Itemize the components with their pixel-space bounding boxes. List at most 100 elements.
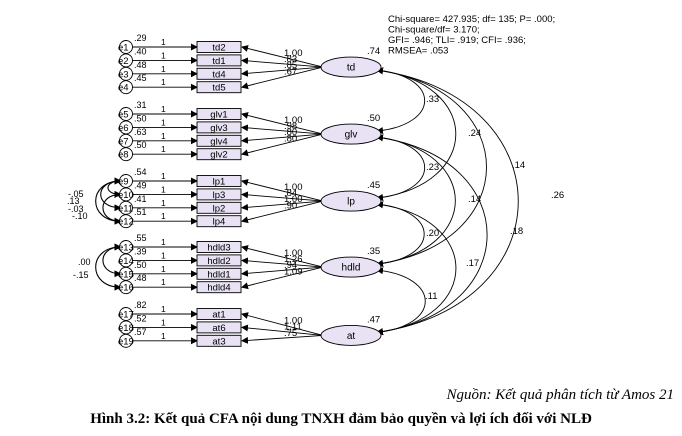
factor-variance-label: .35 [367,246,380,257]
error-path-weight: 1 [161,64,166,74]
loading-path [241,66,324,90]
factor-loading-label: 1.26 [284,254,303,265]
error-variance-label: .50 [134,113,147,123]
factor-variance-label: .45 [367,180,380,191]
factor-covariance-arc [376,67,487,267]
error-covariance-label: -.10 [72,211,88,221]
observed-item-box [196,54,242,67]
observed-item-box [196,215,242,228]
observed-item-label: lp3 [213,190,226,201]
factor-loading-label: 1.00 [284,115,303,126]
loading-path [241,66,324,77]
observed-item-label: td1 [212,56,225,67]
error-path-weight: 1 [161,144,166,154]
error-term-label: e12 [118,217,134,228]
factor-covariance-arc [376,134,488,336]
error-term-label: e2 [118,56,129,67]
fit-statistic-line: Chi-square= 427.935; df= 135; P= .000; [388,14,555,25]
factor-loading-label: .98 [284,121,297,132]
factor-covariance-arc [376,134,456,267]
loading-path [241,324,324,336]
factor-variance-label: .50 [367,113,380,124]
factor-covariance-label: .33 [426,94,439,105]
observed-item-box [196,188,242,201]
observed-item-label: hdld1 [207,269,230,280]
latent-factor-label: at [347,331,356,342]
observed-item-label: lp2 [213,203,226,214]
error-path-weight: 1 [161,50,166,60]
factor-covariance-arc [376,201,457,336]
error-path-weight: 1 [161,237,166,247]
error-term-label: e5 [118,110,129,121]
factor-covariance-arc [376,201,425,267]
error-variance-label: .31 [134,100,147,110]
factor-loading-label: 1.11 [284,322,302,333]
error-path-weight: 1 [161,37,166,47]
loading-path [241,112,324,135]
error-variance-label: .48 [134,273,147,283]
latent-factor-ellipse [320,190,382,212]
loading-path [241,133,324,157]
loading-path [241,266,324,290]
error-term-label: e10 [118,190,134,201]
error-path-weight: 1 [161,198,166,208]
factor-covariance-arc [376,134,426,201]
error-variance-label: .63 [134,127,147,137]
error-variance-label: .55 [134,233,147,243]
factor-loading-label: .90 [284,200,297,211]
error-term-label: e9 [118,177,129,188]
observed-item-label: glv1 [210,110,227,121]
observed-item-label: hdld2 [207,256,230,267]
observed-item-box [196,281,242,294]
error-term-label: e14 [118,256,134,267]
factor-loading-label: .85 [284,60,297,71]
loading-path [241,245,324,268]
error-covariance-label: -.05 [68,189,84,199]
error-term-circle [119,333,133,348]
loading-path [241,45,324,68]
factor-loading-label: 1.00 [284,194,303,205]
factor-loading-label: .83 [284,54,297,65]
error-path-weight: 1 [161,77,166,87]
loading-path [241,200,324,211]
factor-loading-label: .67 [284,66,297,77]
observed-item-box [196,121,242,134]
fit-statistic-line: GFI= .946; TLI= .919; CFI= .936; [388,35,526,46]
observed-item-box [196,108,242,120]
factor-covariance-label: .14 [512,160,525,171]
factor-loading-label: .84 [284,188,297,199]
fit-statistic-line: RMSEA= .053 [388,46,448,57]
observed-item-box [196,81,242,94]
fit-statistic-line: Chi-square/df= 3.170; [388,25,480,36]
observed-item-box [196,321,242,334]
observed-item-label: td4 [212,69,225,80]
observed-item-label: td2 [212,43,225,54]
factor-loading-label: 1.00 [284,182,303,193]
observed-item-box [196,41,242,53]
error-covariance-label: .00 [78,257,91,267]
loading-path [241,133,324,144]
error-variance-label: .82 [134,300,147,310]
loading-path [241,57,324,68]
observed-item-label: hdld4 [207,283,230,294]
loading-path [241,266,324,277]
observed-item-box [196,308,242,320]
latent-factor-label: td [347,63,355,74]
error-variance-label: .57 [134,327,147,337]
error-path-weight: 1 [161,104,166,114]
loading-path [241,200,324,224]
factor-covariance-label: .18 [510,226,523,237]
factor-loading-label: 1.00 [284,48,303,59]
error-term-circle [119,80,133,95]
error-variance-label: .41 [134,194,147,204]
loading-path [241,257,324,268]
error-variance-label: .48 [134,60,147,70]
observed-item-label: at1 [212,310,225,321]
observed-item-box [196,134,242,147]
error-term-label: e3 [118,69,129,80]
figure-source-note: Nguồn: Kết quả phân tích từ Amos 21 [446,387,674,403]
error-term-label: e8 [118,150,129,161]
observed-item-label: glv4 [210,136,227,147]
error-path-weight: 1 [161,277,166,287]
loading-path [241,312,324,336]
